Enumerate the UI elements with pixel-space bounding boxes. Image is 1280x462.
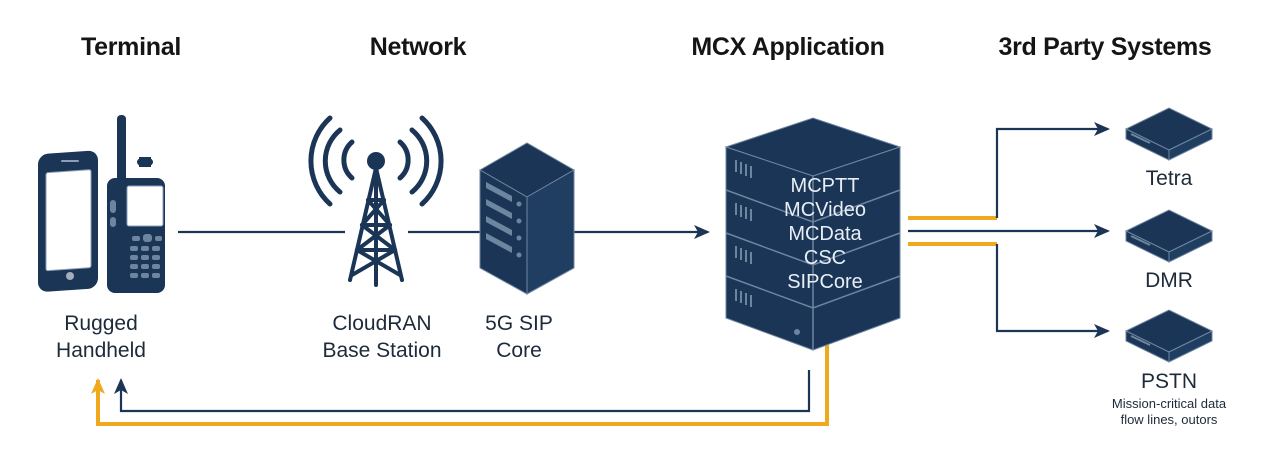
mcx-service: MCVideo [784,199,866,221]
mcx-services-list: MCPTT MCVideo MCData CSC SIPCore [772,174,878,294]
mcx-service: SIPCore [787,271,863,293]
column-header-network: Network [369,33,467,61]
dmr-appliance-icon [1124,209,1214,263]
link-to-pstn [995,244,1110,338]
note-line: flow lines, outors [1120,412,1218,427]
radio-tower-icon [308,115,444,287]
label-line: Rugged [64,312,138,335]
pstn-appliance-icon [1124,309,1214,363]
return-path-orange [91,345,829,426]
column-header-mcx: MCX Application [691,33,885,61]
mcx-service: CSC [803,247,847,269]
server-icon [478,142,576,295]
smartphone-icon [38,150,98,292]
column-header-terminal: Terminal [81,33,181,61]
label-line: CloudRAN [332,312,432,335]
label-line: Core [496,339,542,362]
label-rugged-handheld: Rugged Handheld [56,310,146,364]
pstn-note: Mission-critical data flow lines, outors [1112,396,1226,428]
note-line: Mission-critical data [1111,396,1227,411]
mcx-service: MCPTT [790,175,860,197]
label-tetra: Tetra [1145,167,1193,190]
column-header-third-party: 3rd Party Systems [998,33,1212,61]
server-stack-icon [724,117,902,351]
mcx-service: MCData [788,223,862,245]
label-pstn: PSTN [1140,370,1198,393]
label-dmr: DMR [1145,269,1193,292]
label-sip-core: 5G SIP Core [485,310,553,364]
mcx-outbound-links [908,122,1110,338]
link-to-tetra [995,122,1110,218]
two-way-radio-icon [107,115,165,293]
tetra-appliance-icon [1124,107,1214,161]
label-line: Handheld [56,339,146,362]
label-base-station: CloudRAN Base Station [322,310,441,364]
label-line: Base Station [322,339,442,362]
label-line: 5G SIP [485,312,553,335]
return-path-navy [114,370,811,413]
